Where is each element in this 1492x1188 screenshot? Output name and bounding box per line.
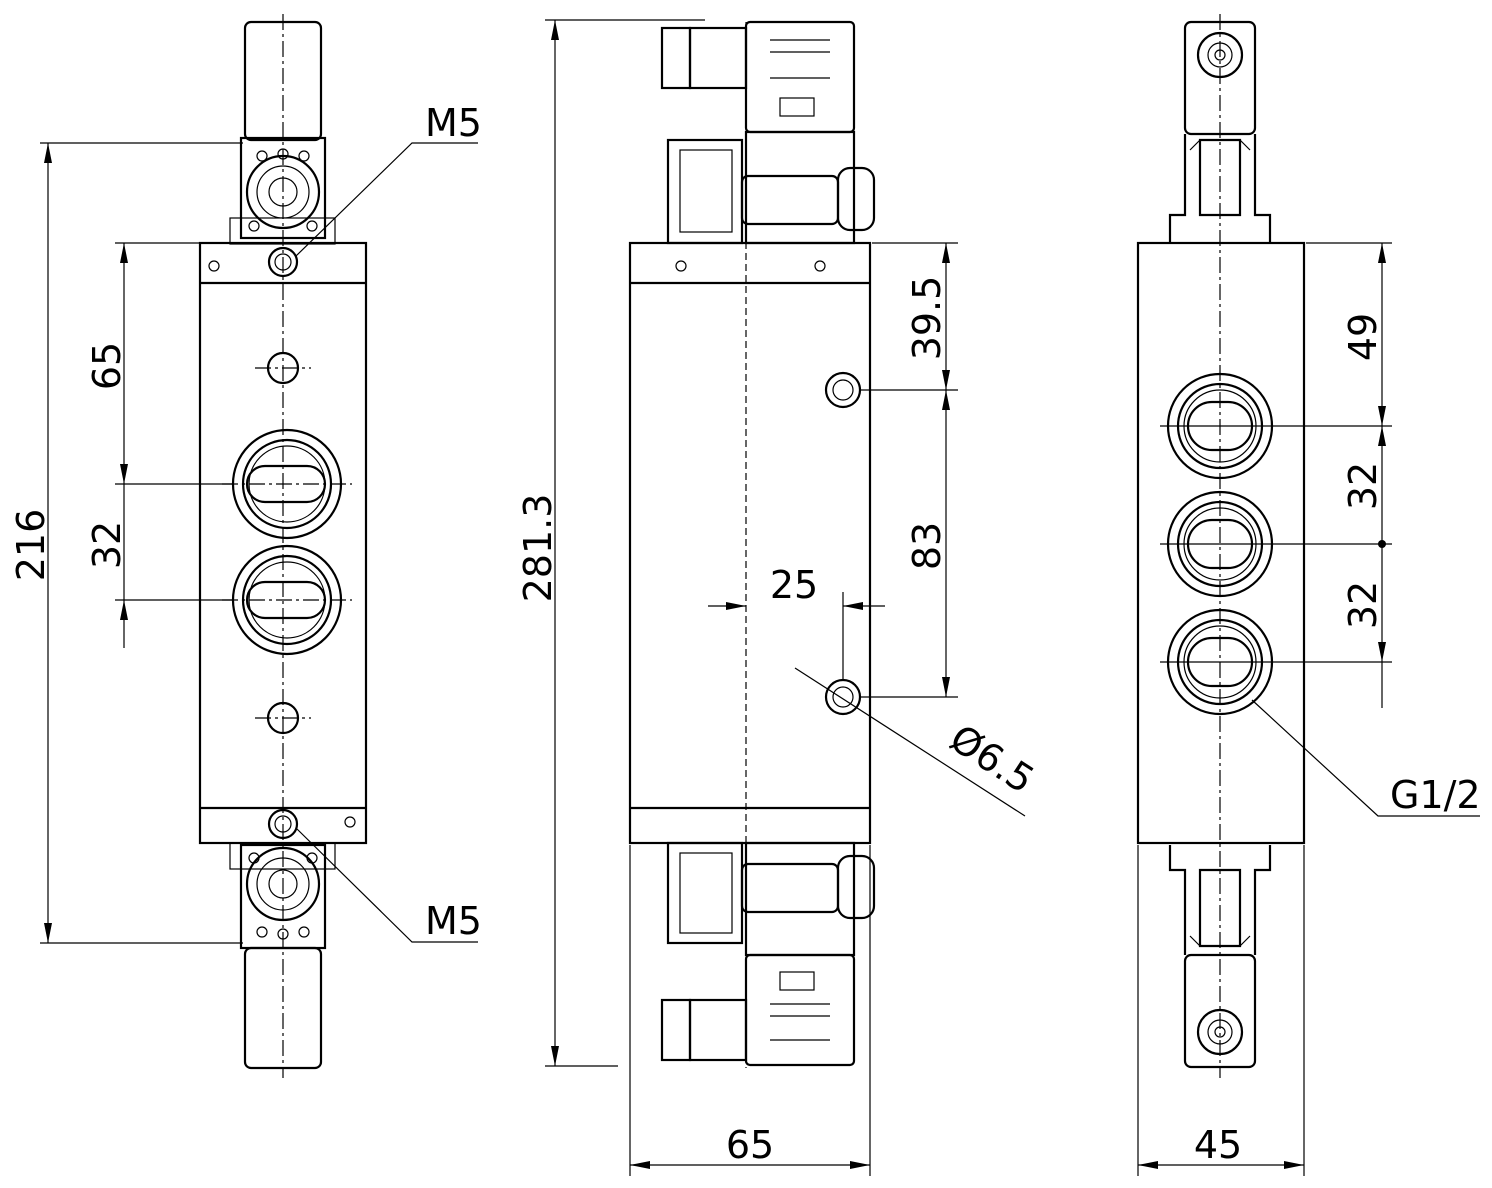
side-view: 281.3 39.5 83 25 Ø6.5 65 xyxy=(516,19,1042,1176)
dim-right-width: 45 xyxy=(1194,1123,1242,1167)
dim-side-overall: 281.3 xyxy=(516,494,560,603)
side-dimensions xyxy=(545,19,1026,1176)
dim-side-83: 83 xyxy=(905,522,949,570)
right-view: 49 32 32 G1/2 45 xyxy=(1136,14,1481,1176)
side-bottom-solenoid xyxy=(660,841,876,1067)
label-g1-2: G1/2 xyxy=(1390,773,1481,817)
right-valve-body xyxy=(1136,241,1306,845)
dim-side-hole-dia: Ø6.5 xyxy=(942,716,1042,802)
dim-right-32-b: 32 xyxy=(1341,581,1385,629)
dim-side-25: 25 xyxy=(770,563,818,607)
dim-right-49: 49 xyxy=(1341,313,1385,361)
dim-right-32-a: 32 xyxy=(1341,462,1385,510)
dim-front-overall: 216 xyxy=(9,509,53,582)
front-view: 216 65 32 M5 M5 xyxy=(9,14,482,1078)
dim-side-width: 65 xyxy=(726,1123,774,1167)
front-dimensions xyxy=(40,142,478,944)
dim-front-32: 32 xyxy=(85,521,129,569)
side-top-solenoid xyxy=(660,20,876,245)
label-m5-bottom: M5 xyxy=(425,899,482,943)
dim-front-65: 65 xyxy=(85,342,129,390)
right-dimensions xyxy=(1137,242,1480,1176)
dim-side-39-5: 39.5 xyxy=(905,276,949,361)
label-m5-top: M5 xyxy=(425,101,482,145)
